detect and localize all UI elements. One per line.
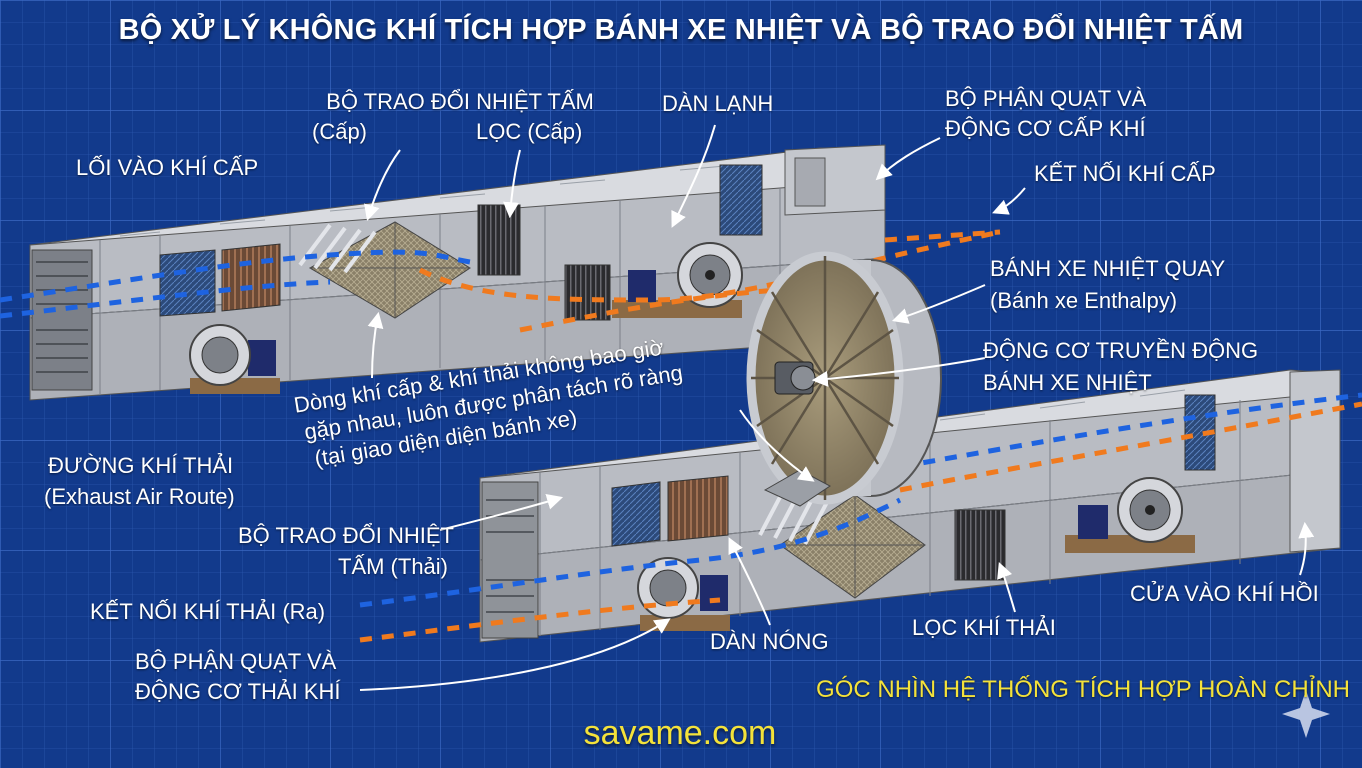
view-title: GÓC NHÌN HỆ THỐNG TÍCH HỢP HOÀN CHỈNH xyxy=(700,676,1350,704)
label-supply-connection: KẾT NỐI KHÍ CẤP xyxy=(1034,160,1216,188)
heat-wheel xyxy=(751,256,941,506)
label-supply-fan-line2: ĐỘNG CƠ CẤP KHÍ xyxy=(945,115,1146,143)
label-supply-inlet: LỐI VÀO KHÍ CẤP xyxy=(76,154,258,182)
label-exhaust-fan-line2: ĐỘNG CƠ THẢI KHÍ xyxy=(135,678,340,706)
label-wheel-motor-line2: BÁNH XE NHIỆT xyxy=(983,369,1152,397)
label-plate-hx-supply-line2: (Cấp) xyxy=(312,118,367,146)
label-exhaust-connection: KẾT NỐI KHÍ THẢI (Ra) xyxy=(90,598,325,626)
label-exhaust-fan-line1: BỘ PHẬN QUẠT VÀ xyxy=(135,648,336,676)
label-plate-hx-supply-line1: BỘ TRAO ĐỔI NHIỆT TẤM xyxy=(300,88,620,116)
label-supply-fan-line1: BỘ PHẬN QUẠT VÀ xyxy=(945,85,1146,113)
label-return-inlet: CỬA VÀO KHÍ HỒI xyxy=(1130,580,1319,608)
diagram-title: BỘ XỬ LÝ KHÔNG KHÍ TÍCH HỢP BÁNH XE NHIỆ… xyxy=(0,14,1362,47)
website-label: savame.com xyxy=(480,714,880,753)
label-wheel-line1: BÁNH XE NHIỆT QUAY xyxy=(990,255,1225,283)
label-wheel-motor-line1: ĐỘNG CƠ TRUYỀN ĐỘNG xyxy=(983,337,1258,365)
label-plate-hx-supply: BỘ TRAO ĐỔI NHIỆT TẤM xyxy=(300,88,620,116)
label-exhaust-route-line2: (Exhaust Air Route) xyxy=(44,483,235,511)
label-plate-hx-exhaust-line2: TẤM (Thải) xyxy=(338,553,448,581)
label-exhaust-filter: LỌC KHÍ THẢI xyxy=(912,614,1056,642)
label-cooling-coil: DÀN LẠNH xyxy=(662,90,773,118)
label-condenser: DÀN NÓNG xyxy=(710,628,829,656)
label-exhaust-route-line1: ĐƯỜNG KHÍ THẢI xyxy=(48,452,233,480)
label-supply-filter: LỌC (Cấp) xyxy=(476,118,582,146)
label-wheel-line2: (Bánh xe Enthalpy) xyxy=(990,287,1177,315)
label-plate-hx-exhaust-line1: BỘ TRAO ĐỔI NHIỆT xyxy=(238,522,454,550)
